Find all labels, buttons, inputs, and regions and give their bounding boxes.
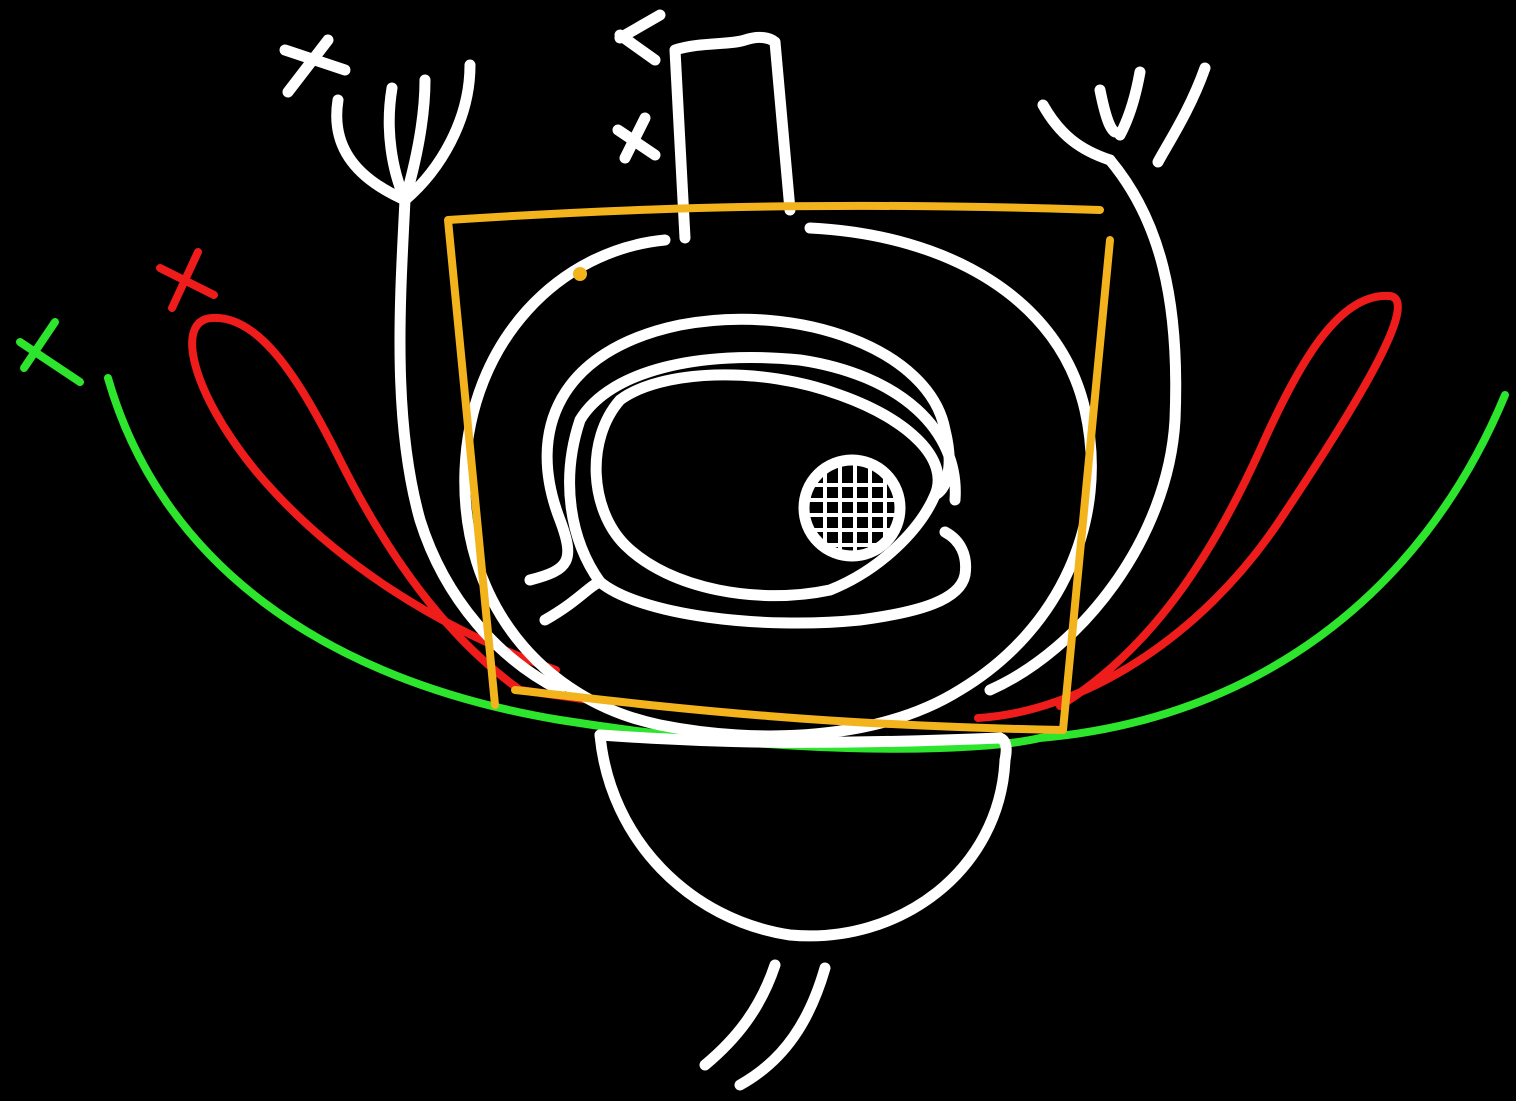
- highlight-dot: [573, 267, 587, 281]
